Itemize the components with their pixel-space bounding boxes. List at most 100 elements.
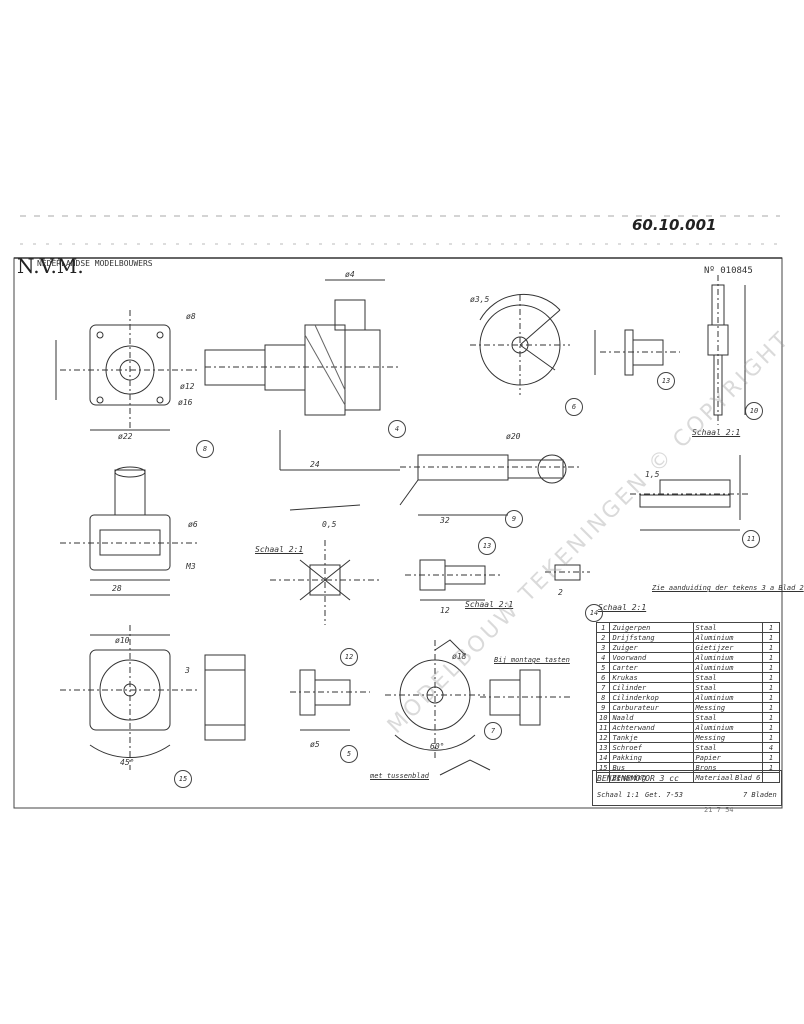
view-bearing <box>290 669 370 731</box>
dimension-label: 45° <box>120 758 135 767</box>
drawing-title: BENZINEMOTOR 3 cc <box>597 774 679 783</box>
part-number: 8 <box>595 692 611 703</box>
view-needle-valve <box>707 275 746 425</box>
dimension-label: ø20 <box>506 432 521 441</box>
sheet-label: Blad 6 <box>735 774 761 782</box>
part-quantity <box>762 772 780 783</box>
part-number: 13 <box>595 742 611 753</box>
part-name: Voorwand <box>609 652 694 663</box>
part-number: 1 <box>595 622 611 633</box>
dimension-label: ø12 <box>180 382 195 391</box>
part-name: Zuigerpen <box>609 622 694 633</box>
view-valve-section <box>594 329 680 376</box>
dimension-label: ø6 <box>188 520 198 529</box>
detail-bubble: 6 <box>565 398 583 416</box>
dimension-label: 60° <box>430 742 445 751</box>
detail-bubble: 13 <box>478 537 496 555</box>
dimension-label: 32 <box>440 516 450 525</box>
dimension-label: ø18 <box>452 652 467 661</box>
part-quantity: 1 <box>762 722 780 733</box>
view-spider <box>270 504 380 625</box>
part-quantity: 1 <box>762 712 780 723</box>
scale-note: Schaal 2:1 <box>465 600 514 609</box>
part-name: Krukas <box>609 672 694 683</box>
view-crankcase-rear <box>60 625 246 770</box>
dimension-label: ø10 <box>115 636 130 645</box>
part-material: Gietijzer <box>692 642 764 653</box>
part-number: 12 <box>595 732 611 743</box>
part-quantity: 1 <box>762 692 780 703</box>
part-material: Papier <box>692 752 764 763</box>
part-number: 9 <box>595 702 611 713</box>
part-material: Aluminium <box>692 722 764 733</box>
remarks-note: Zie aanduiding der tekens 3 a Blad 2 <box>652 584 804 592</box>
part-number: 2 <box>595 632 611 643</box>
part-quantity: 1 <box>762 732 780 743</box>
dimension-label: ø22 <box>118 432 133 441</box>
view-crankshaft-section <box>204 279 400 471</box>
part-quantity: 1 <box>762 702 780 713</box>
scale-note: Schaal 2:1 <box>598 603 647 612</box>
part-number: 5 <box>595 662 611 673</box>
part-name: Pakking <box>609 752 694 763</box>
scale-note: Schaal 2:1 <box>255 545 304 554</box>
part-quantity: 4 <box>762 742 780 753</box>
part-material: Staal <box>692 742 764 753</box>
detail-bubble: 9 <box>505 510 523 528</box>
dimension-label: 1,5 <box>645 470 660 479</box>
part-material: Messing <box>692 732 764 743</box>
drawing-number: Nº 010845 <box>704 266 753 276</box>
dimension-label: 3 <box>185 666 190 675</box>
view-bushing <box>405 559 500 601</box>
part-number: 6 <box>595 672 611 683</box>
part-number: 14 <box>595 752 611 763</box>
part-material: Materiaal <box>692 772 764 783</box>
part-quantity: 1 <box>762 672 780 683</box>
title-block: BENZINEMOTOR 3 cc Blad 6 Schaal 1:1 Get.… <box>592 770 782 806</box>
part-number <box>595 772 611 783</box>
part-number: 10 <box>595 712 611 723</box>
part-material: Aluminium <box>692 692 764 703</box>
maker-block: N.V.M. NEDERLANDSE MODELBOUWERS <box>17 254 153 278</box>
detail-bubble: 11 <box>742 530 760 548</box>
view-carburettor <box>399 454 580 516</box>
detail-bubble: 14 <box>585 604 603 622</box>
part-material: Aluminium <box>692 632 764 643</box>
part-quantity: 1 <box>762 652 780 663</box>
dimension-label: ø8 <box>186 312 196 321</box>
sheet-number: 60.10.001 <box>632 216 717 234</box>
date-label: Get. 7-53 <box>645 791 683 799</box>
dimension-label: ø5 <box>310 740 320 749</box>
maker-logo: N.V.M. <box>17 254 84 278</box>
dimension-label: 0,5 <box>322 520 337 529</box>
part-number: 11 <box>595 722 611 733</box>
dimension-label: ø16 <box>178 398 193 407</box>
scale-label: Schaal 1:1 <box>597 791 640 799</box>
part-quantity: 1 <box>762 662 780 673</box>
dimension-label: 28 <box>112 584 122 593</box>
assembly-note: Bij montage tasten <box>494 656 570 664</box>
shim-note: met tussenblad <box>370 772 430 780</box>
dimension-label: 12 <box>440 606 450 615</box>
view-rotary-valve <box>470 293 570 395</box>
part-name: Achterwand <box>609 722 694 733</box>
dimension-label: 24 <box>310 460 320 469</box>
part-name: Carter <box>609 662 694 673</box>
part-material: Aluminium <box>692 652 764 663</box>
detail-bubble: 8 <box>196 440 214 458</box>
